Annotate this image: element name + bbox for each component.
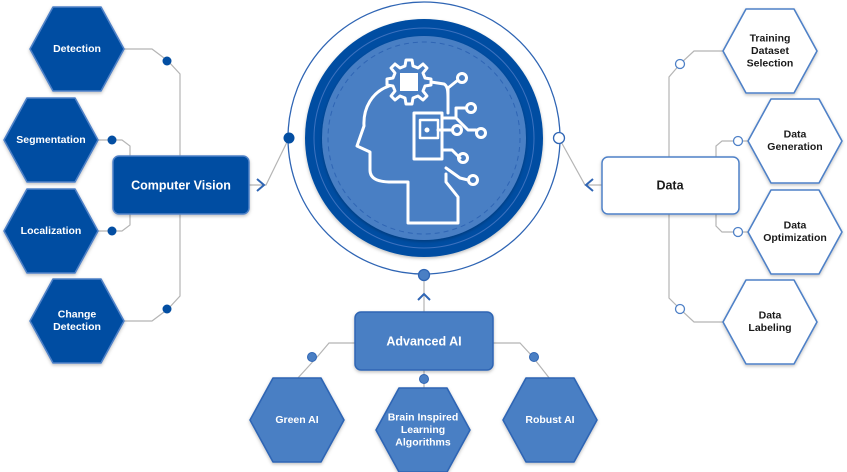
central-ai-circle: Ai [283, 1, 566, 282]
outer-disk-inner-line [313, 27, 535, 249]
hub-data[interactable]: Data [601, 156, 740, 215]
hex-label-line: Green AI [275, 414, 318, 426]
connector-data-to-center [558, 137, 602, 186]
dot-robust [529, 352, 539, 362]
hexagon-shape [249, 377, 345, 463]
connector-detection [124, 48, 181, 156]
hex-label-line: Robust AI [525, 414, 574, 426]
hub-label-data: Data [656, 178, 684, 192]
orbit-dot-left [283, 132, 295, 144]
hex-label-line: Selection [747, 57, 794, 69]
hexagon-shape [3, 97, 99, 183]
dot-generation [732, 135, 744, 147]
hex-label-line: Localization [21, 225, 82, 237]
hex-label-line: Change [58, 309, 97, 321]
ai-head-circuit-icon: Ai [355, 58, 487, 225]
hexagon-shape [747, 189, 843, 275]
hex-label-line: Learning [401, 424, 445, 436]
hex-node-robust-ai[interactable]: Robust AI [502, 377, 598, 463]
hex-label-line: Data [784, 220, 807, 232]
connector-generation [715, 140, 748, 157]
hex-label-line: Optimization [763, 232, 827, 244]
orbit-dot-right [552, 131, 566, 145]
connector-robust [493, 342, 551, 380]
hex-label-line: Algorithms [395, 436, 451, 448]
dot-green [307, 352, 317, 362]
hex-label-line: Training [750, 32, 791, 44]
hexagon-nodes: DetectionSegmentationLocalizationChangeD… [3, 6, 843, 472]
hex-label-line: Dataset [751, 45, 789, 57]
hexagon-shape [722, 279, 818, 365]
connector-change-detection [124, 214, 181, 322]
dot-detection [162, 56, 172, 66]
hexagon-shape [747, 98, 843, 184]
hex-label-line: Detection [53, 43, 101, 55]
connector-cv-to-center [249, 137, 290, 186]
dot-training [674, 58, 686, 70]
gear-icon: Ai [385, 58, 433, 106]
hex-node-green-ai[interactable]: Green AI [249, 377, 345, 463]
connector-green [296, 342, 355, 380]
chevron-left-icon [584, 178, 594, 192]
dot-optimization [732, 226, 744, 238]
hexagon-shape [3, 188, 99, 274]
connector-dots [107, 56, 744, 384]
chevron-right-icon [256, 178, 266, 192]
hub-label-advanced-ai: Advanced AI [386, 334, 461, 348]
dot-change-detection [162, 304, 172, 314]
hex-label-line: Segmentation [16, 134, 85, 146]
hexagon-shape [29, 278, 125, 364]
ai-badge-text: Ai [404, 77, 415, 89]
hex-label-line: Detection [53, 321, 101, 333]
hexagon-shape [375, 387, 471, 472]
hex-node-detection[interactable]: Detection [29, 6, 125, 92]
dot-labeling [674, 303, 686, 315]
dot-brain [419, 374, 429, 384]
hex-label-line: Generation [767, 141, 822, 153]
hub-computer-vision[interactable]: Computer Vision [112, 155, 250, 215]
hex-label-line: Data [759, 310, 782, 322]
hub-label-computer-vision: Computer Vision [131, 178, 231, 192]
inner-disk-dashed-ring [327, 41, 521, 235]
hex-label-line: Data [784, 129, 807, 141]
hub-advanced-ai[interactable]: Advanced AI [354, 311, 494, 371]
hexagon-shape [29, 6, 125, 92]
hex-node-segmentation[interactable]: Segmentation [3, 97, 99, 183]
hexagon-shape [722, 8, 818, 94]
hexagon-shape [502, 377, 598, 463]
dot-localization [107, 226, 117, 236]
hex-label-line: Brain Inspired [388, 411, 459, 423]
hex-label-line: Labeling [748, 322, 791, 334]
chevron-up-icon [417, 292, 431, 301]
dot-segmentation [107, 135, 117, 145]
orbit-dot-bottom [417, 268, 431, 282]
hex-node-localization[interactable]: Localization [3, 188, 99, 274]
connector-optimization [715, 214, 748, 233]
